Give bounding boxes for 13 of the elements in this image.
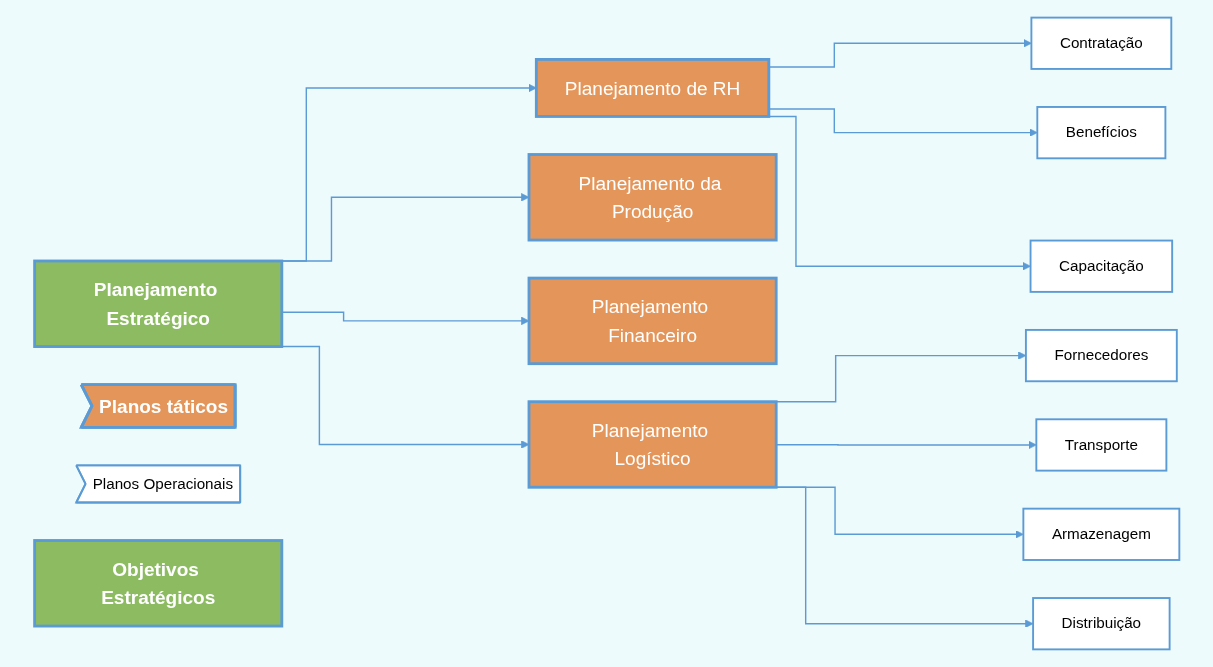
node-box: Planejamento de RH [534, 58, 770, 118]
node-box: Planejamento Estratégico [32, 259, 283, 348]
node-box: Contratação [1029, 16, 1172, 70]
node-box: Fornecedores [1024, 329, 1178, 383]
node-box: Capacitação [1029, 239, 1173, 293]
node-box: Planejamento da Produção [527, 153, 778, 242]
node-box: Objetivos Estratégicos [32, 539, 283, 628]
node-box: Benefícios [1035, 106, 1166, 160]
node-box: Transporte [1034, 418, 1167, 472]
node-box: Planejamento Logístico [527, 400, 778, 489]
node-box: Planejamento Financeiro [527, 276, 778, 366]
node-box: Distribuição [1031, 597, 1171, 651]
node-box: Armazenagem [1021, 507, 1180, 561]
